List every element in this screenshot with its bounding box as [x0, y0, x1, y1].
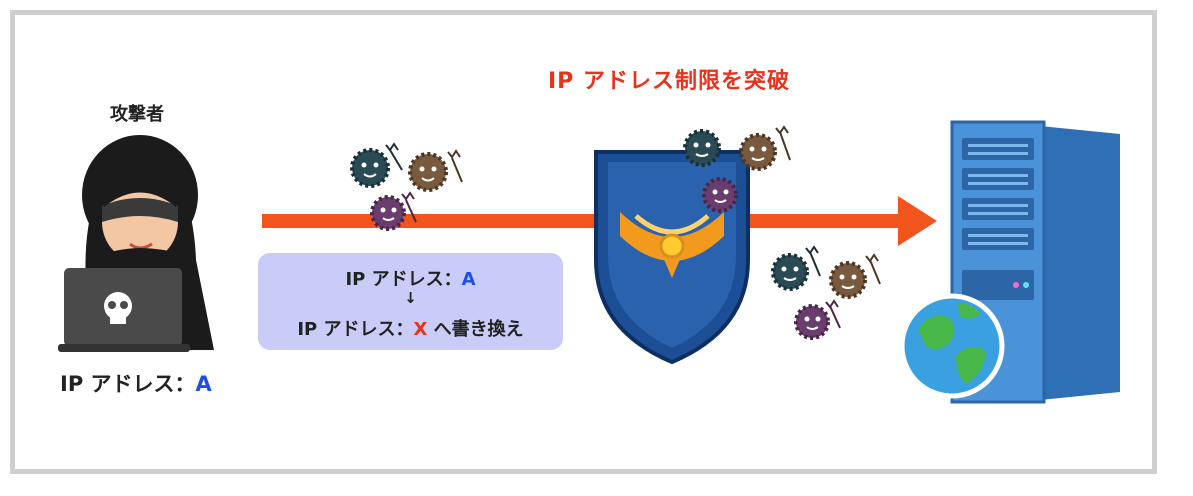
germ-icon: [829, 253, 881, 299]
ip-label: IP アドレス：: [345, 269, 462, 290]
rewrite-suffix: へ書き換え: [427, 319, 524, 340]
germ-icon: [739, 125, 791, 171]
original-ip-line: IP アドレス：A: [258, 265, 563, 291]
ip-label: IP アドレス：: [60, 372, 196, 396]
germ-icon: [794, 299, 841, 340]
ip-value: A: [461, 269, 476, 290]
ip-rewrite-box: IP アドレス：A ↓ IP アドレス：X へ書き換え: [258, 253, 563, 350]
ip-label: IP アドレス：: [297, 319, 414, 340]
ip-value: A: [195, 372, 212, 396]
attacker-ip: IP アドレス：A: [60, 368, 212, 398]
germ-icon: [702, 177, 738, 213]
headline: IP アドレス制限を突破: [548, 69, 790, 94]
germ-icon: [350, 142, 403, 188]
germ-icon: [771, 245, 821, 291]
skull-icon: [104, 292, 132, 324]
attacker-title: 攻撃者: [110, 104, 164, 125]
down-arrow: ↓: [404, 289, 417, 307]
globe-icon: [899, 293, 1005, 399]
ip-value: X: [413, 319, 428, 340]
germ-icon: [683, 129, 721, 167]
germ-icon: [370, 191, 417, 231]
germ-icon: [408, 149, 463, 192]
rewritten-ip-line: IP アドレス：X へ書き換え: [258, 315, 563, 341]
